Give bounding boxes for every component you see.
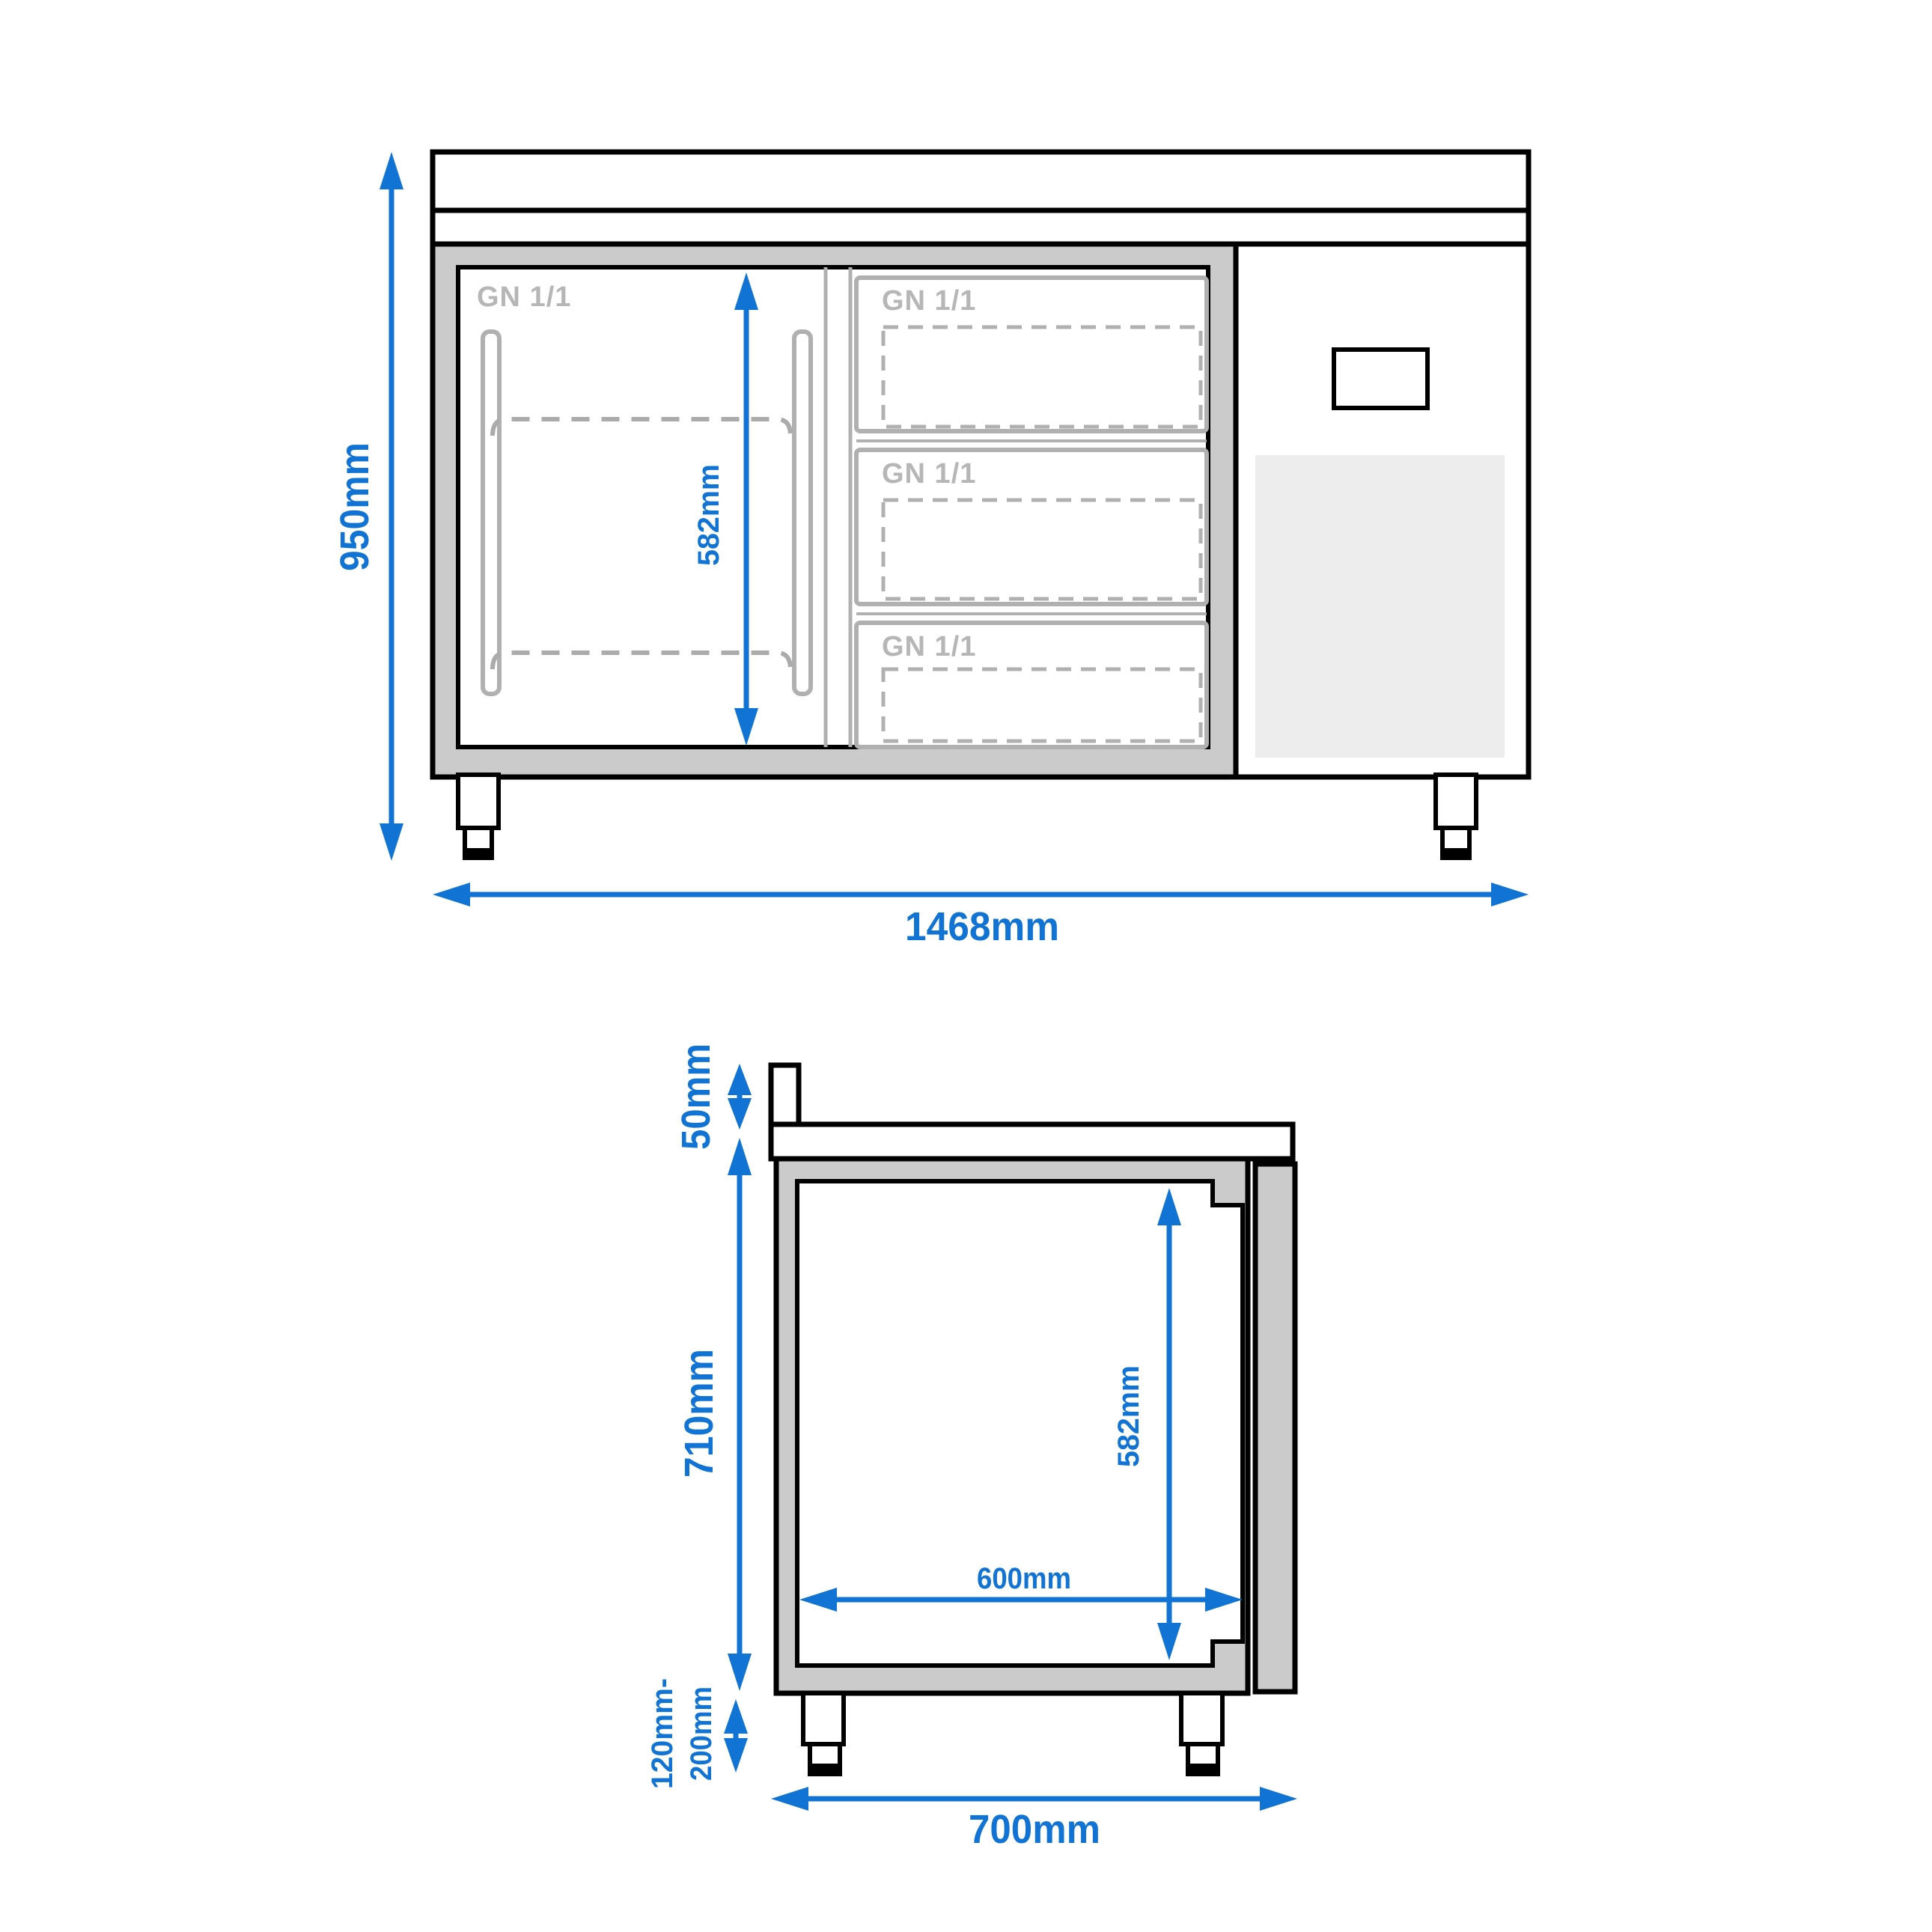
dim-label-582mm-front: 582mm (692, 464, 725, 566)
dimension-582mm-side: 582mm (1112, 1188, 1181, 1660)
dimension-700mm: 700mm (771, 1787, 1297, 1852)
arrowhead-down-582-side (1157, 1623, 1181, 1660)
gn-pan-dashed-2 (881, 498, 1203, 601)
dim-label-710mm: 710mm (677, 1349, 722, 1478)
side-backsplash (768, 1062, 802, 1130)
dim-label-200mm: 200mm (685, 1686, 718, 1781)
front-worktop (430, 149, 1532, 247)
gn-label-door: GN 1/1 (477, 281, 571, 313)
arrowhead-left-1468 (433, 883, 470, 906)
arrowhead-down-120-200 (724, 1738, 748, 1773)
door-handle-right (792, 329, 813, 696)
arrowhead-down-50 (728, 1098, 752, 1130)
dim-label-582mm-side: 582mm (1112, 1365, 1145, 1467)
drawer-front-1 (854, 275, 1209, 433)
arrowhead-down-710 (728, 1654, 752, 1691)
gn-label-drawer-2: GN 1/1 (882, 458, 976, 490)
dim-label-1468mm: 1468mm (905, 904, 1059, 949)
gn-label-drawer-1: GN 1/1 (882, 285, 976, 317)
arrowhead-up-710 (728, 1138, 752, 1175)
dim-label-120mm: 120mm- (646, 1678, 679, 1789)
arrowhead-right-1468 (1491, 883, 1529, 906)
dimension-950mm: 950mm (332, 152, 403, 861)
arrowhead-left-700 (771, 1787, 808, 1811)
shelf-dashed-line-1 (490, 417, 793, 436)
arrowhead-left-600 (799, 1588, 837, 1612)
gn-label-drawer-3: GN 1/1 (882, 631, 976, 662)
arrowhead-up-50 (728, 1064, 752, 1095)
side-door (1252, 1161, 1298, 1695)
front-view: GN 1/1 GN 1/1 GN 1/1 GN 1/1 950mm (332, 149, 1532, 949)
arrowhead-up-582-front (734, 272, 758, 310)
side-leg-right (1179, 1691, 1225, 1776)
arrowhead-down-582-front (734, 708, 758, 746)
arrowhead-up-120-200 (724, 1699, 748, 1734)
ventilation-grille (1255, 455, 1505, 758)
dimension-120-200mm: 120mm- 200mm (646, 1678, 748, 1789)
door-handle-left (481, 329, 502, 696)
gn-pan-dashed-1 (881, 325, 1203, 429)
dim-label-950mm: 950mm (332, 442, 377, 571)
dimension-50mm: 50mm (674, 1043, 752, 1150)
dim-label-700mm: 700mm (969, 1807, 1100, 1852)
front-leg-left (456, 773, 501, 860)
dimension-582mm-front: 582mm (692, 272, 758, 746)
drawer-front-3 (854, 621, 1209, 749)
arrowhead-right-600 (1205, 1588, 1243, 1612)
dimension-710mm: 710mm (677, 1138, 752, 1691)
side-interior-opening (795, 1179, 1245, 1668)
drawer-front-2 (854, 448, 1209, 606)
arrowhead-up-582-side (1157, 1188, 1181, 1225)
dim-label-600mm: 600mm (977, 1562, 1071, 1595)
shelf-dashed-line-2 (490, 650, 793, 670)
side-worktop (768, 1121, 1296, 1162)
control-panel-display (1332, 347, 1430, 410)
arrowhead-right-700 (1260, 1787, 1297, 1811)
side-view: 50mm 710mm 582mm 600mm 120mm (646, 1043, 1298, 1852)
arrowhead-up-950 (380, 152, 403, 189)
arrowhead-down-950 (380, 823, 403, 861)
front-leg-right (1433, 773, 1478, 860)
gn-pan-dashed-3 (881, 667, 1203, 743)
side-leg-left (801, 1691, 846, 1776)
dimension-1468mm: 1468mm (433, 883, 1529, 949)
dim-label-50mm: 50mm (674, 1043, 719, 1150)
dimension-600mm: 600mm (799, 1562, 1243, 1612)
